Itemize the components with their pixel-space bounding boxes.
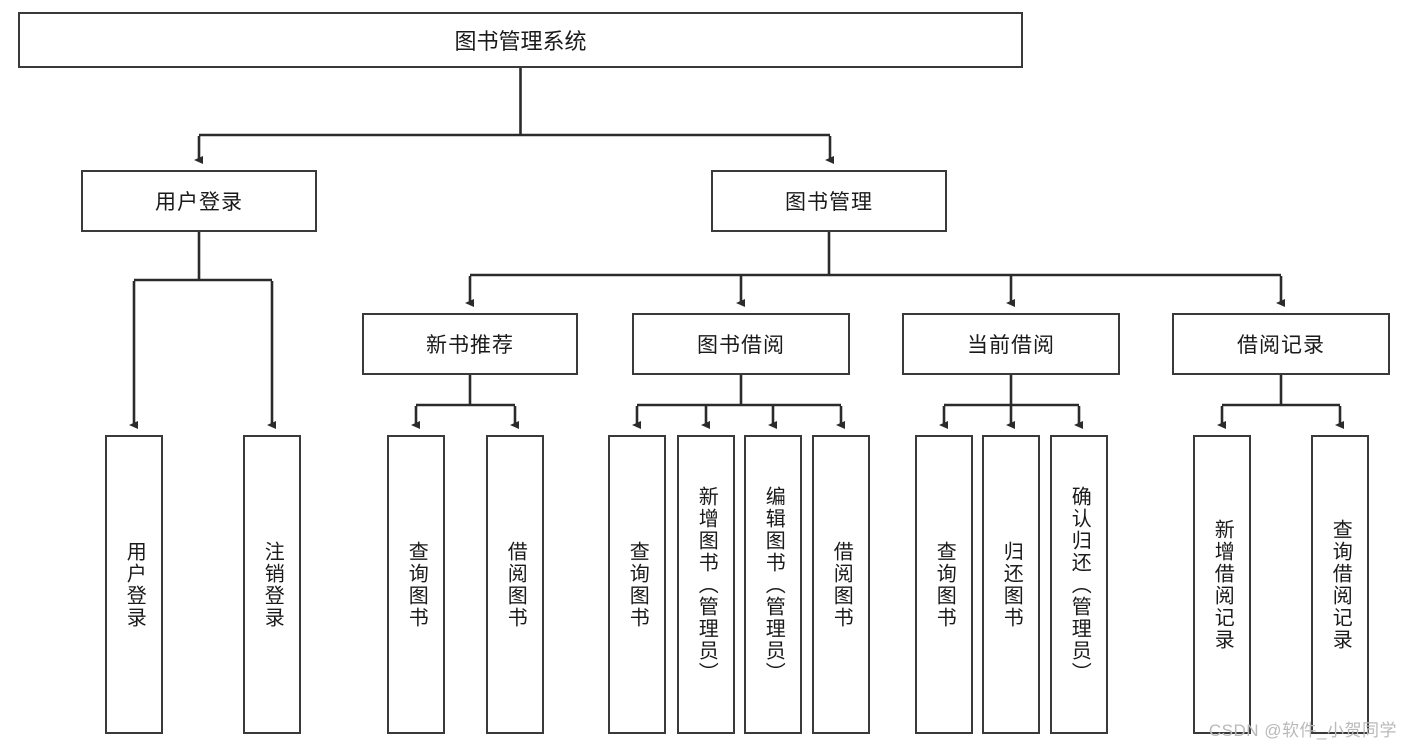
leaf-label: 新增借阅记录 [1211, 518, 1234, 651]
leaf-query-book-3[interactable]: 查询图书 [915, 435, 973, 734]
leaf-label: 归还图书 [1000, 540, 1023, 629]
node-user-login[interactable]: 用户登录 [81, 170, 317, 232]
leaf-label: 用户登录 [123, 540, 146, 629]
leaf-label: 查询借阅记录 [1329, 518, 1352, 651]
leaf-user-login[interactable]: 用户登录 [105, 435, 163, 734]
leaf-borrow-book-2[interactable]: 借阅图书 [812, 435, 870, 734]
leaf-label: 借阅图书 [830, 540, 853, 629]
csdn-watermark: CSDN @软件_小贺同学 [1208, 721, 1397, 740]
leaf-edit-book[interactable]: 编辑图书（管理员） [744, 435, 802, 734]
leaf-label: 新增图书（管理员） [695, 485, 718, 684]
node-book-borrow[interactable]: 图书借阅 [632, 313, 850, 375]
leaf-add-record[interactable]: 新增借阅记录 [1193, 435, 1251, 734]
leaf-label: 借阅图书 [504, 540, 527, 629]
node-book-manage[interactable]: 图书管理 [711, 170, 947, 232]
leaf-query-record[interactable]: 查询借阅记录 [1311, 435, 1369, 734]
leaf-label: 查询图书 [933, 540, 956, 629]
node-borrow-record[interactable]: 借阅记录 [1172, 313, 1390, 375]
node-root-system[interactable]: 图书管理系统 [18, 12, 1023, 68]
leaf-query-book-2[interactable]: 查询图书 [608, 435, 666, 734]
leaf-label: 确认归还（管理员） [1068, 485, 1091, 684]
node-new-book-recommend[interactable]: 新书推荐 [362, 313, 578, 375]
leaf-label: 注销登录 [261, 540, 284, 629]
node-current-borrow[interactable]: 当前借阅 [902, 313, 1120, 375]
leaf-return-book[interactable]: 归还图书 [982, 435, 1040, 734]
leaf-label: 查询图书 [626, 540, 649, 629]
leaf-logout-login[interactable]: 注销登录 [243, 435, 301, 734]
leaf-borrow-book-1[interactable]: 借阅图书 [486, 435, 544, 734]
leaf-label: 查询图书 [405, 540, 428, 629]
leaf-label: 编辑图书（管理员） [762, 485, 785, 684]
leaf-query-book-1[interactable]: 查询图书 [387, 435, 445, 734]
leaf-confirm-return[interactable]: 确认归还（管理员） [1050, 435, 1108, 734]
leaf-add-book[interactable]: 新增图书（管理员） [677, 435, 735, 734]
